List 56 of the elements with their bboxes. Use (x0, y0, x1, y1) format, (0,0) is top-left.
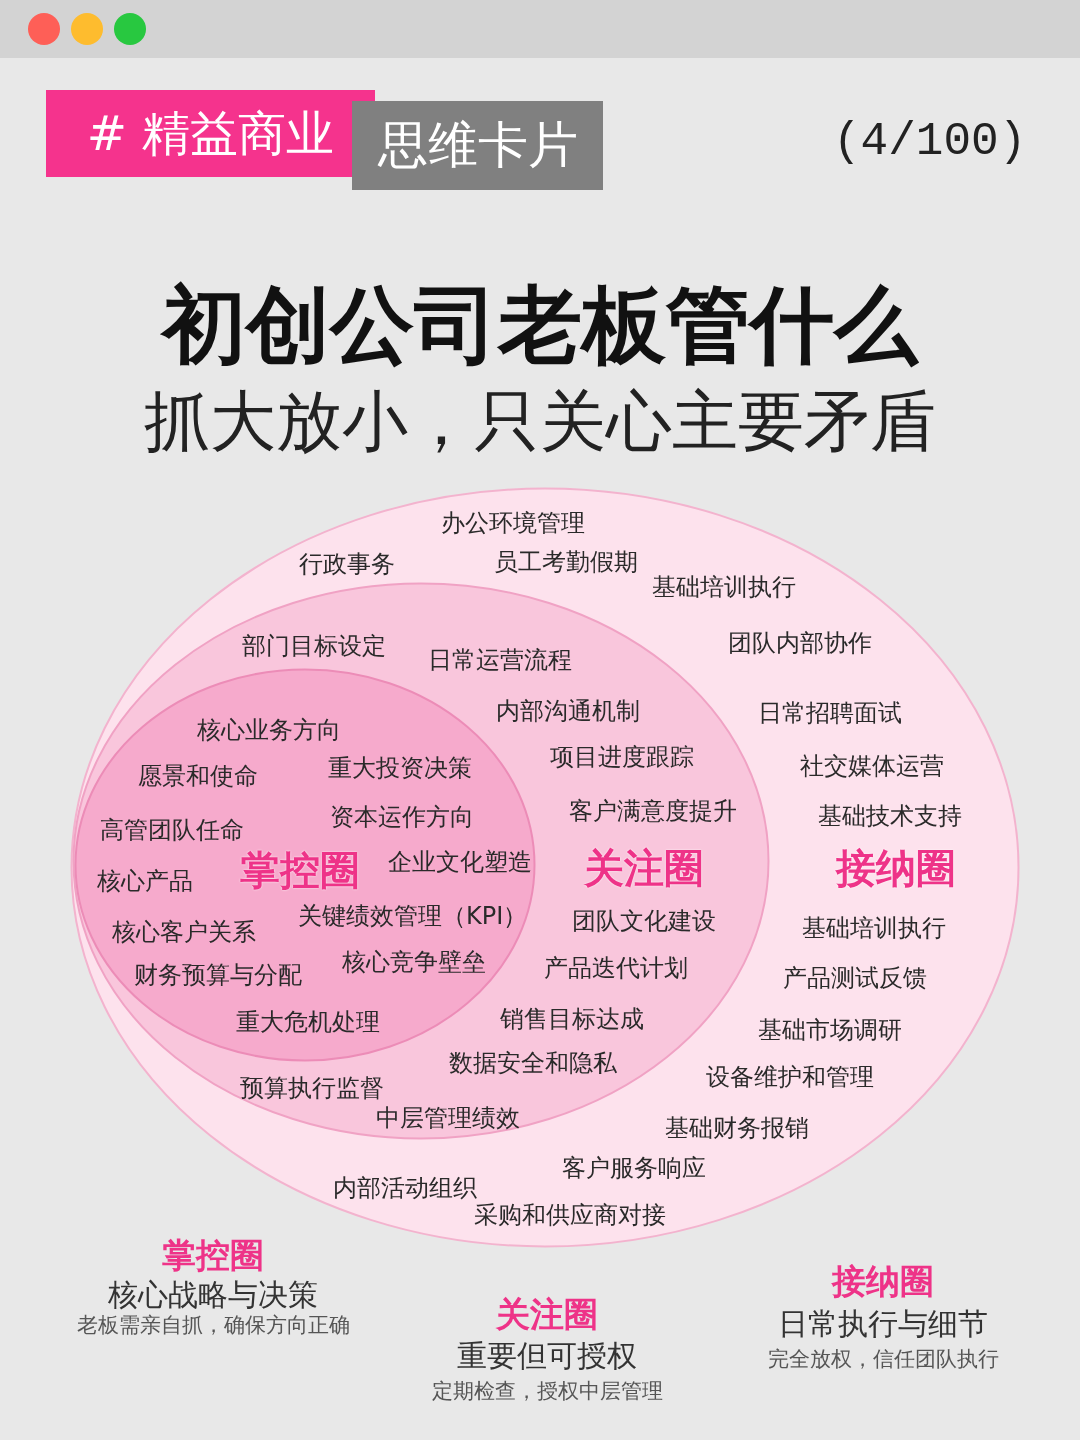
page-counter: (4/100) (833, 115, 1027, 171)
ring-heading: 掌控圈 (240, 846, 360, 894)
task-label: 客户满意度提升 (569, 796, 737, 826)
task-label: 基础技术支持 (818, 801, 962, 831)
task-label: 办公环境管理 (441, 508, 585, 538)
task-label: 日常运营流程 (428, 645, 572, 675)
task-label: 销售目标达成 (500, 1004, 644, 1034)
task-label: 高管团队任命 (100, 815, 244, 845)
task-label: 日常招聘面试 (758, 698, 902, 728)
task-label: 基础培训执行 (652, 572, 796, 602)
category-tag: 思维卡片 (352, 101, 603, 190)
task-label: 项目进度跟踪 (550, 742, 694, 772)
ring-heading: 关注圈 (584, 844, 704, 892)
section-heading: 关注圈 (496, 1293, 598, 1335)
task-label: 愿景和使命 (138, 761, 258, 791)
task-label: 内部活动组织 (333, 1173, 477, 1203)
task-label: 产品测试反馈 (783, 963, 927, 993)
task-label: 预算执行监督 (240, 1073, 384, 1103)
task-label: 数据安全和隐私 (449, 1048, 617, 1078)
task-label: 部门目标设定 (242, 631, 386, 661)
task-label: 产品迭代计划 (544, 953, 688, 983)
task-label: 财务预算与分配 (134, 960, 302, 990)
task-label: 重大危机处理 (236, 1007, 380, 1037)
task-label: 内部沟通机制 (496, 696, 640, 726)
task-label: 设备维护和管理 (706, 1062, 874, 1092)
task-label: 基础财务报销 (665, 1113, 809, 1143)
task-label: 社交媒体运营 (800, 751, 944, 781)
task-label: 基础市场调研 (758, 1015, 902, 1045)
section-heading: 接纳圈 (832, 1260, 934, 1302)
section-summary: 日常执行与细节 (778, 1306, 988, 1342)
task-label: 关键绩效管理（KPI） (298, 901, 528, 931)
task-label: 资本运作方向 (330, 802, 474, 832)
task-label: 核心业务方向 (197, 715, 341, 745)
ring-heading: 接纳圈 (836, 844, 956, 892)
task-label: 行政事务 (299, 549, 395, 579)
subtitle: 抓大放小，只关心主要矛盾 (144, 382, 936, 462)
main-title: 初创公司老板管什么 (162, 274, 918, 376)
task-label: 核心竞争壁垒 (342, 947, 486, 977)
task-label: 团队内部协作 (728, 628, 872, 658)
task-label: 重大投资决策 (328, 753, 472, 783)
section-heading: 掌控圈 (162, 1234, 264, 1276)
task-label: 核心客户关系 (112, 917, 256, 947)
task-label: 团队文化建设 (572, 906, 716, 936)
task-label: 核心产品 (97, 866, 193, 896)
hashtag-banner: # 精益商业 (46, 90, 375, 177)
section-summary: 重要但可授权 (457, 1338, 637, 1374)
section-note: 完全放权，信任团队执行 (767, 1347, 999, 1373)
section-note: 定期检查，授权中层管理 (431, 1379, 663, 1405)
section-note: 老板需亲自抓，确保方向正确 (76, 1313, 350, 1339)
task-label: 基础培训执行 (802, 913, 946, 943)
task-label: 中层管理绩效 (376, 1103, 520, 1133)
task-label: 员工考勤假期 (494, 547, 638, 577)
section-summary: 核心战略与决策 (108, 1277, 318, 1313)
task-label: 采购和供应商对接 (474, 1200, 666, 1230)
task-label: 企业文化塑造 (388, 847, 532, 877)
task-label: 客户服务响应 (562, 1153, 706, 1183)
